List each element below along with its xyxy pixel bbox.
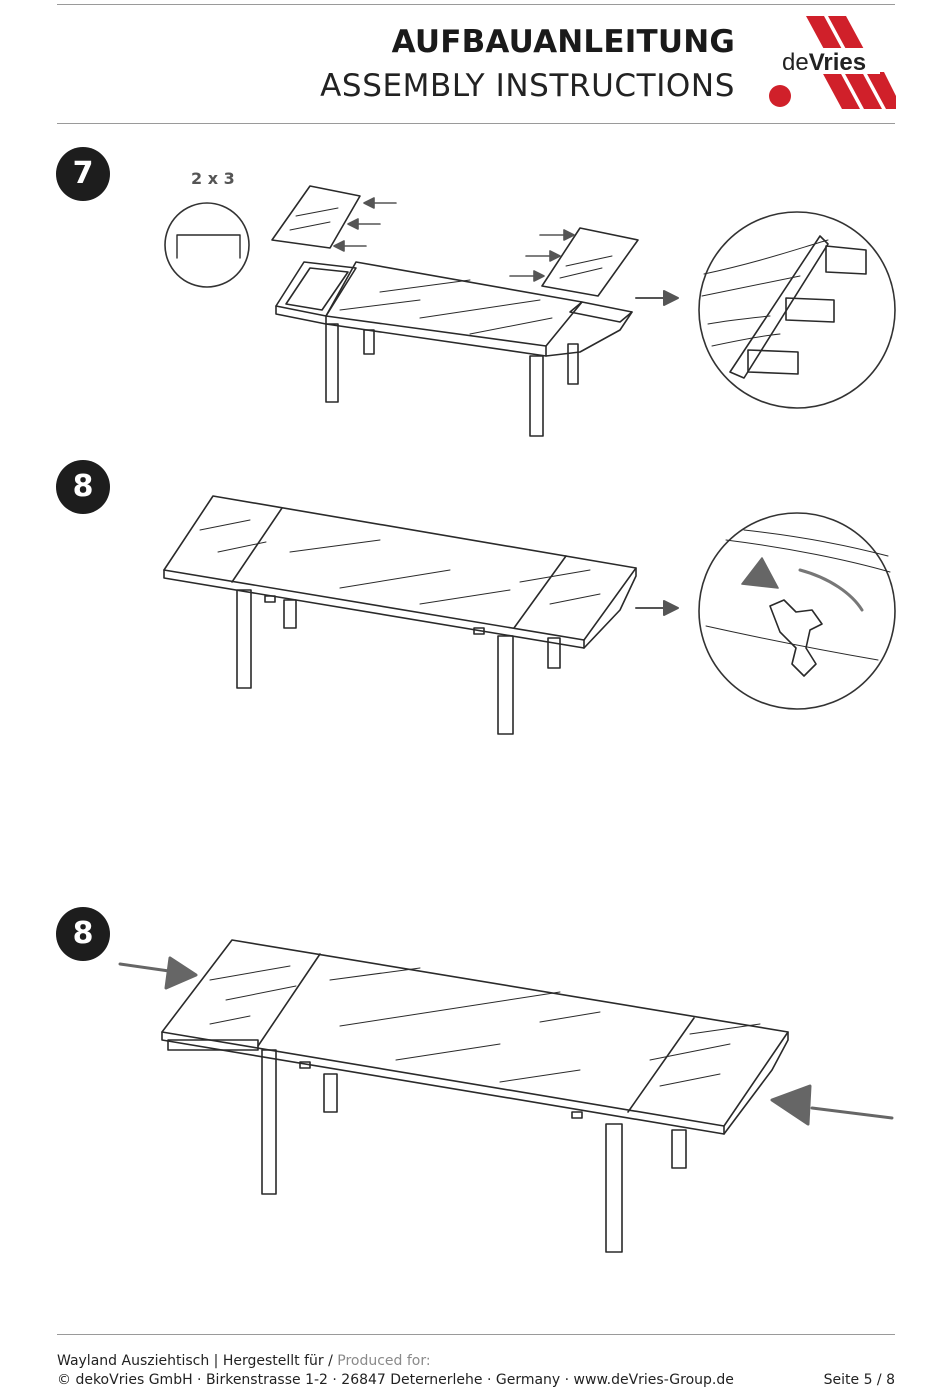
step8-detail-circle	[698, 512, 896, 710]
footer-company-line: © dekoVries GmbH · Birkenstrasse 1-2 · 2…	[57, 1372, 734, 1388]
step8-large-arrow-right	[770, 1084, 894, 1126]
step7-table-frame	[275, 261, 633, 437]
step8-table-large	[161, 939, 789, 1253]
step7-arrows-left	[333, 197, 397, 252]
clip-detail-circle	[164, 202, 250, 288]
step-badge-8-second: 8	[56, 907, 110, 961]
svg-text:deVries: deVries	[782, 49, 866, 76]
page-title-german: AUFBAUANLEITUNG	[391, 24, 735, 60]
step8-large-arrow-left	[118, 956, 198, 990]
footer-product: Wayland Ausziehtisch | Hergestellt für /	[57, 1353, 333, 1369]
step8-table-extended	[163, 495, 637, 735]
step7-glass-panel-left	[271, 185, 361, 249]
footer-product-line: Wayland Ausziehtisch | Hergestellt für /…	[57, 1353, 431, 1369]
step7-glass-panel-right	[541, 227, 639, 297]
devries-logo: deVries	[769, 16, 896, 109]
step8-detail-arrow	[635, 600, 679, 616]
step-badge-8-first: 8	[56, 460, 110, 514]
step7-arrows-right	[509, 229, 575, 282]
footer-produced-for: Produced for:	[337, 1353, 431, 1369]
step-badge-7: 7	[56, 147, 110, 201]
footer-rule	[57, 1334, 895, 1335]
step7-detail-circle	[698, 211, 896, 409]
step7-detail-arrow	[635, 290, 679, 306]
page-title-english: ASSEMBLY INSTRUCTIONS	[320, 68, 735, 104]
page-number: Seite 5 / 8	[823, 1372, 895, 1388]
top-rule	[57, 4, 895, 5]
quantity-label: 2 x 3	[191, 169, 235, 188]
header-rule	[57, 123, 895, 124]
